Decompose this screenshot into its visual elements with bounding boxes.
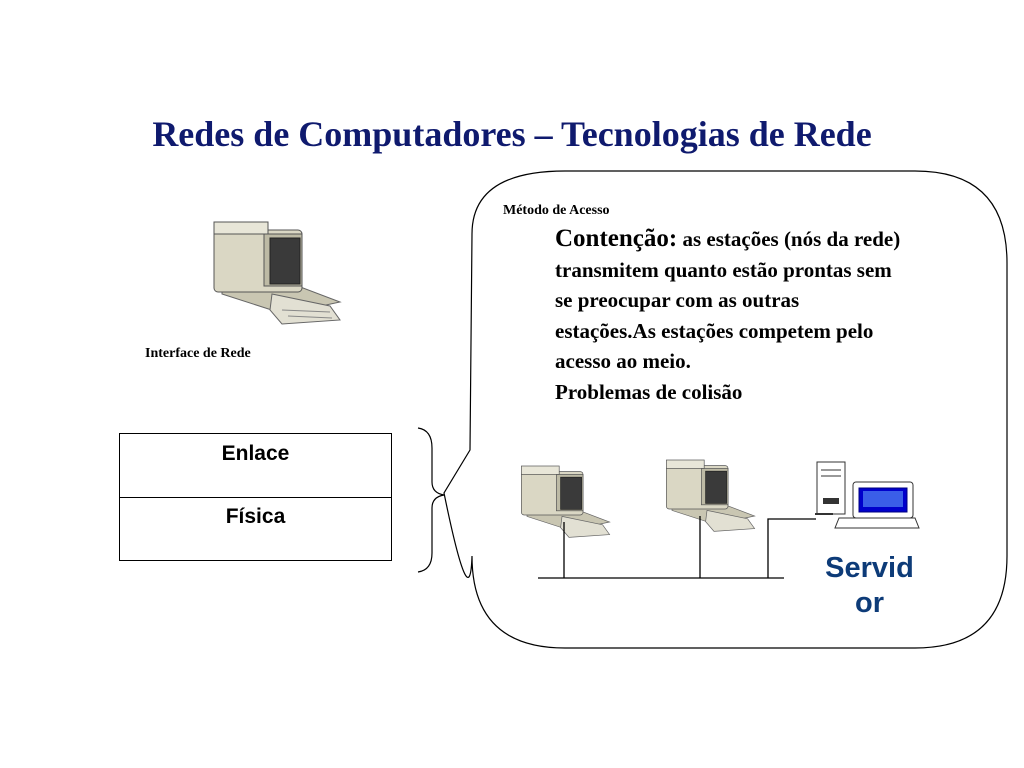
- workstation-2-icon: [666, 459, 756, 532]
- contencao-line1: as estações (nós da rede): [677, 227, 901, 251]
- workstation-large-icon: [213, 221, 342, 325]
- contencao-heading: Contenção:: [555, 225, 678, 252]
- slide-title: Redes de Computadores – Tecnologias de R…: [152, 114, 872, 154]
- network-bus: [538, 516, 816, 579]
- contencao-line3: se preocupar com as outras: [555, 288, 800, 312]
- contencao-line5: acesso ao meio.: [555, 349, 691, 373]
- server-label-line1: Servid: [825, 552, 914, 584]
- layer-stack: Enlace Física: [119, 433, 392, 561]
- contencao-line6: Problemas de colisão: [555, 379, 743, 404]
- interface-label: Interface de Rede: [145, 346, 251, 361]
- metodo-label: Método de Acesso: [503, 203, 610, 218]
- contencao-line2: transmitem quanto estão prontas sem: [555, 257, 892, 282]
- layer-enlace: Enlace: [120, 434, 391, 498]
- contencao-line4: estações.As estações competem pelo: [555, 318, 874, 343]
- layer-fisica: Física: [225, 505, 286, 528]
- contencao-text: Contenção: as estações (nós da rede) tra…: [555, 224, 985, 407]
- workstation-1-icon: [521, 465, 611, 538]
- server-label: Servid or: [812, 551, 927, 621]
- server-icon: [815, 461, 920, 529]
- layer-brace: [417, 427, 445, 573]
- server-label-line2: or: [855, 587, 884, 619]
